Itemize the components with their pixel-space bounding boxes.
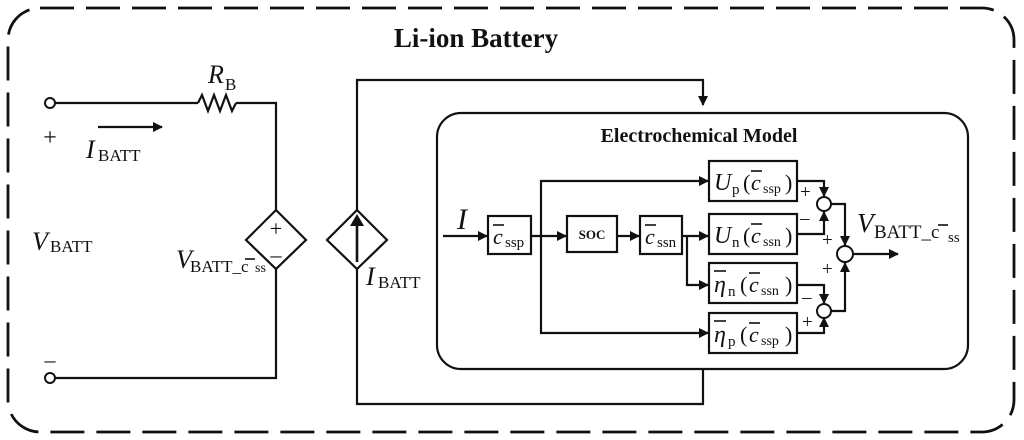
svg-text:): ) [785,272,792,297]
svg-text:BATT_c: BATT_c [190,257,249,276]
svg-text:V: V [32,227,51,256]
svg-text:U: U [714,170,733,196]
svg-text:ssp: ssp [505,235,524,251]
current-label: I BATT [85,135,141,165]
block-eta-p [707,311,799,355]
sign-main-lower-plus: + [822,259,833,280]
svg-text:V: V [857,208,877,238]
svg-text:(: ( [740,322,747,347]
sign-etap-plus: + [802,312,813,333]
negative-sign: – [44,347,57,372]
sign-up-plus: + [800,182,811,203]
svg-text:ss: ss [948,230,960,246]
svg-text:B: B [225,75,236,94]
negative-terminal [44,372,56,384]
outer-dashed-border [6,6,1016,434]
sign-un-minus: – [799,208,810,229]
diagram-title: Li-ion Battery [394,23,559,53]
voltage-source-diamond [244,208,308,271]
positive-sign: + [43,125,57,151]
svg-text:ssn: ssn [657,235,677,251]
svg-text:ssp: ssp [761,334,779,349]
vsource-plus: + [270,216,282,241]
block-soc-label: SOC [579,227,606,242]
resistor-label: R B [207,60,236,94]
svg-text:ssp: ssp [763,182,781,197]
block-un [707,212,799,256]
svg-text:n: n [732,235,740,251]
svg-text:U: U [714,223,733,249]
v-batt-label: V BATT [32,227,93,256]
svg-text:(: ( [740,272,747,297]
block-cssn [638,214,684,256]
resistor-rb [197,91,237,115]
svg-text:p: p [728,334,736,350]
svg-text:(: ( [743,170,750,195]
block-soc [565,214,619,254]
positive-terminal [44,97,56,109]
svg-text:R: R [207,60,224,89]
svg-text:): ) [785,170,792,195]
svg-text:c: c [751,170,761,195]
block-eta-n [707,261,799,305]
sum-junction-lower [816,303,832,319]
model-input-label: I [456,203,469,236]
svg-text:η: η [714,272,726,298]
svg-text:BATT: BATT [378,273,421,292]
svg-text:ssn: ssn [763,235,781,250]
svg-text:c: c [645,224,655,249]
svg-text:ss: ss [255,261,266,276]
svg-text:V: V [176,245,195,274]
svg-text:c: c [749,322,759,347]
sum-junction-upper [816,196,832,212]
model-output-label: V BATT_c ss [857,208,960,246]
svg-text:c: c [493,224,503,249]
svg-text:BATT_c: BATT_c [874,222,939,243]
svg-text:): ) [785,322,792,347]
sign-etan-minus: – [801,287,812,308]
svg-text:c: c [751,223,761,248]
svg-text:ssn: ssn [761,284,779,299]
svg-text:η: η [714,322,726,348]
svg-text:p: p [732,182,740,198]
svg-text:c: c [749,272,759,297]
isource-label: I BATT [365,262,421,292]
svg-text:(: ( [743,223,750,248]
svg-text:BATT: BATT [50,237,93,256]
model-title: Electrochemical Model [601,125,798,147]
vsource-minus: – [270,242,283,267]
svg-text:I: I [85,135,96,164]
electrochemical-model-box [435,111,970,371]
svg-text:n: n [728,284,736,300]
block-up [707,159,799,203]
sum-junction-main [836,245,854,263]
svg-text:BATT: BATT [98,146,141,165]
vsource-label: V BATT_c ss [176,245,266,276]
svg-text:): ) [785,223,792,248]
sign-main-upper-plus: + [822,230,833,251]
svg-text:I: I [365,262,376,291]
